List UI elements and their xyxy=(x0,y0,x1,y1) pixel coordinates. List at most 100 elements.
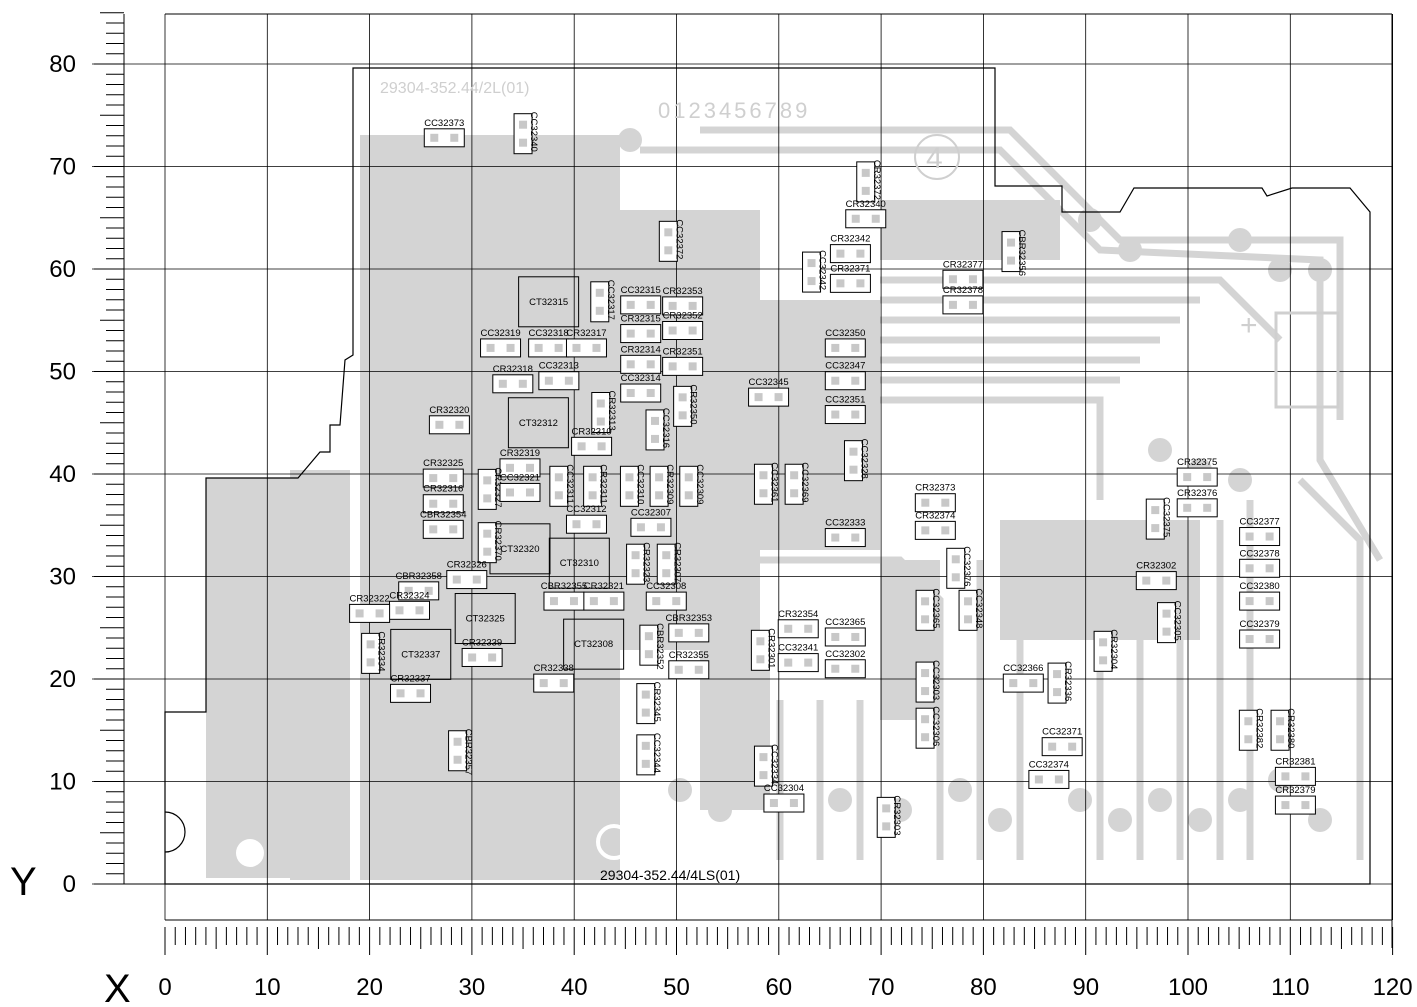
component-label: CBR32356 xyxy=(1016,230,1027,276)
component-label: CR32338 xyxy=(534,663,574,674)
ghost-box xyxy=(1274,311,1340,409)
component-pad xyxy=(626,300,635,309)
component-cc32372: CC32372 xyxy=(658,219,684,262)
component-body xyxy=(626,543,646,585)
component-body xyxy=(591,392,611,433)
component-label: CC32316 xyxy=(660,408,671,448)
component-body xyxy=(636,734,656,776)
component-pad xyxy=(769,799,778,808)
component-pad xyxy=(483,547,492,556)
component-cr32374: CR32374 xyxy=(914,510,956,540)
component-body xyxy=(829,244,871,264)
component-pad xyxy=(450,133,459,142)
component-body xyxy=(679,465,699,507)
component-pad xyxy=(948,275,957,284)
component-body xyxy=(829,273,871,293)
component-pad xyxy=(449,474,458,483)
component-label: CT32312 xyxy=(519,418,558,429)
component-body xyxy=(390,683,432,703)
component-label: CC32315 xyxy=(621,285,661,296)
component-pad xyxy=(1281,801,1290,810)
component-body xyxy=(590,281,610,323)
component-body xyxy=(942,295,984,315)
component-label: CR32380 xyxy=(1285,708,1296,748)
component-body xyxy=(583,465,603,507)
component-cc32313: CC32313 xyxy=(538,361,580,391)
component-body xyxy=(914,520,956,540)
component-pad xyxy=(595,306,604,315)
corner-mark-circle xyxy=(914,134,960,180)
component-cc32373: CC32373 xyxy=(423,118,465,148)
component-pad xyxy=(831,632,840,641)
component-body xyxy=(1239,527,1281,547)
x-tick-label: 10 xyxy=(254,974,281,1001)
component-label: CBR32357 xyxy=(463,729,474,775)
component-pad xyxy=(1053,688,1062,697)
component-pad xyxy=(554,343,563,352)
component-pad xyxy=(951,555,960,564)
component-cc32351: CC32351 xyxy=(824,395,866,425)
component-body xyxy=(1002,673,1044,693)
component-cc32334: CC32334 xyxy=(753,744,779,787)
component-label: CT32308 xyxy=(574,639,613,650)
component-label: CR32375 xyxy=(1177,457,1217,468)
x-tick-label: 70 xyxy=(868,974,895,1001)
component-label: CC32319 xyxy=(480,328,520,339)
component-pad xyxy=(849,447,858,456)
component-label: CBR32353 xyxy=(666,613,712,624)
component-body xyxy=(673,385,693,427)
component-label: CR32302 xyxy=(1136,561,1176,572)
component-cc32369: CC32369 xyxy=(784,462,810,505)
y-ruler xyxy=(94,12,125,885)
component-label: CR32309 xyxy=(664,464,675,504)
component-label: CR32319 xyxy=(500,448,540,459)
component-pad xyxy=(851,632,860,641)
component-label: CC32321 xyxy=(500,472,540,483)
component-label: CC32350 xyxy=(825,328,865,339)
component-pad xyxy=(646,360,655,369)
component-body xyxy=(915,589,935,631)
component-cc32302: CC32302 xyxy=(824,649,866,679)
component-cc32307: CC32307 xyxy=(630,507,672,537)
component-pad xyxy=(519,138,528,147)
component-pad xyxy=(1009,679,1018,688)
component-pad xyxy=(596,417,605,426)
component-label: CR32381 xyxy=(1275,756,1315,767)
component-label: CBR32358 xyxy=(395,571,441,582)
component-pad xyxy=(664,228,673,237)
component-label: CR32313 xyxy=(606,391,617,431)
component-label: CC32366 xyxy=(1003,663,1043,674)
component-pad xyxy=(1265,597,1274,606)
component-body xyxy=(620,354,662,374)
component-cr32310: CR32310 xyxy=(571,426,613,456)
component-cr32319: CR32319 xyxy=(499,448,541,478)
component-pad xyxy=(1245,532,1254,541)
component-label: CR32310 xyxy=(572,426,612,437)
component-pad xyxy=(921,715,930,724)
component-cr32350: CR32350 xyxy=(673,384,699,427)
component-label: CC32348 xyxy=(973,588,984,628)
component-body xyxy=(914,493,956,513)
component-pad xyxy=(597,442,606,451)
component-pad xyxy=(756,637,765,646)
component-label: CC32375 xyxy=(1160,497,1171,537)
component-pad xyxy=(1053,670,1062,679)
component-body xyxy=(824,338,866,358)
component-body xyxy=(856,161,876,203)
component-pad xyxy=(759,753,768,762)
component-pad xyxy=(694,628,703,637)
component-body xyxy=(583,591,625,611)
component-label: CC32302 xyxy=(825,649,865,660)
component-pad xyxy=(851,343,860,352)
component-label: CR32316 xyxy=(423,484,463,495)
component-body xyxy=(492,374,534,394)
x-tick-label: 30 xyxy=(459,974,486,1001)
component-cc32361: CC32361 xyxy=(753,462,779,505)
component-pad xyxy=(569,597,578,606)
component-body xyxy=(398,581,440,601)
component-pad xyxy=(672,597,681,606)
x-tick-label: 50 xyxy=(663,974,690,1001)
x-tick-label: 20 xyxy=(356,974,383,1001)
component-cc32315: CC32315 xyxy=(620,285,662,315)
